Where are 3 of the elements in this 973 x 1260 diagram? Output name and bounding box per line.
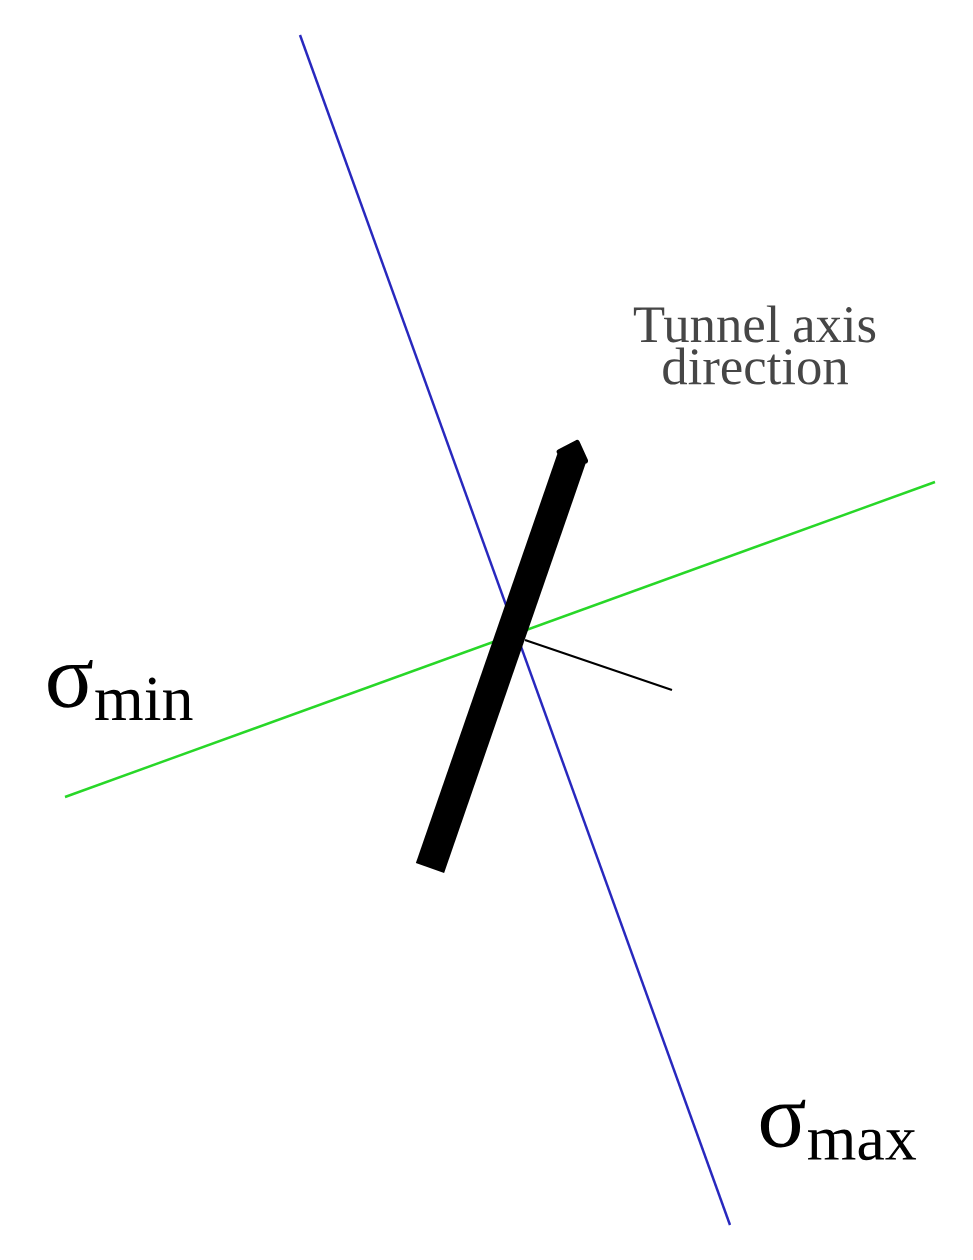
stress-label: σ$_{max}$ (760, 1099, 917, 1161)
stress-label: σ$_{min}$ (48, 660, 193, 720)
axis-label: Tunnel axis direction (633, 305, 876, 385)
